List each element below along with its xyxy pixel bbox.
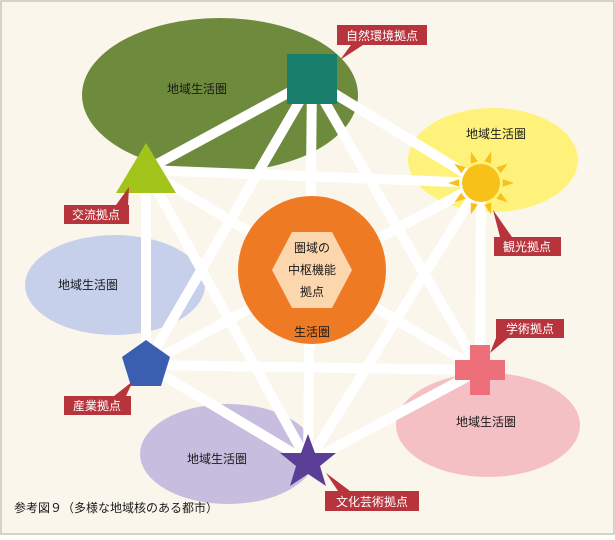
link-square-sun [307, 75, 486, 188]
sun-ray [454, 192, 466, 203]
core-label-line2: 中枢機能 [288, 262, 336, 277]
pointer-cross [490, 338, 508, 353]
sphere-labels: 地域生活圏 地域生活圏 地域生活圏 地域生活圏 地域生活圏 [58, 82, 526, 466]
sun-ray [496, 192, 508, 203]
sun-ray [470, 202, 478, 215]
link-cross-star [303, 365, 485, 467]
callout-box-triangle [64, 205, 129, 224]
callout-pointers [114, 45, 512, 491]
pointer-square [340, 45, 363, 60]
sphere-label-blue: 地域生活圏 [58, 278, 118, 292]
callout-boxes [64, 25, 564, 511]
core-labels: 圏域の 中枢機能 拠点 生活圏 [288, 241, 336, 339]
callout-box-cross [496, 319, 564, 338]
hub-label-culture-arts: 文化芸術拠点 [336, 494, 408, 509]
pointer-sun [493, 210, 512, 237]
callout-box-square [337, 25, 427, 45]
core-label-line3: 拠点 [300, 285, 324, 299]
sphere-label-yellow: 地域生活圏 [466, 127, 526, 141]
square-icon [287, 54, 337, 104]
link-sun-cross [475, 178, 486, 375]
hub-label-nature: 自然環境拠点 [346, 28, 418, 43]
hub-label-industry: 産業拠点 [73, 398, 121, 413]
sphere-label-pink: 地域生活圏 [456, 415, 516, 429]
core-label-line1: 圏域の [294, 241, 330, 255]
core-hexagon [272, 232, 352, 308]
callout-box-star [325, 491, 419, 511]
sun-ray [484, 202, 492, 215]
sun-ray [454, 163, 466, 174]
hub-label-exchange: 交流拠点 [72, 207, 120, 222]
sun-icon [448, 151, 514, 215]
callout-box-sun [494, 237, 561, 256]
sphere-pink [396, 373, 580, 477]
sphere-label-purple: 地域生活圏 [187, 452, 247, 466]
hub-label-academic: 学術拠点 [506, 321, 554, 336]
pointer-pentagon [114, 381, 133, 396]
hub-nodes [116, 54, 514, 486]
pointer-triangle [116, 187, 129, 205]
pentagon-icon [122, 340, 170, 386]
sun-ray [496, 163, 508, 174]
core-ring-label: 生活圏 [294, 325, 330, 339]
sun-ray [502, 179, 514, 187]
sphere-purple [140, 404, 316, 504]
callout-texts: 自然環境拠点 観光拠点 学術拠点 文化芸術拠点 産業拠点 交流拠点 [72, 28, 554, 509]
callout-box-pentagon [64, 396, 131, 415]
cross-icon [455, 345, 505, 395]
link-star-pentagon [141, 360, 313, 467]
figure-caption: 参考図９（多様な地域核のある都市） [14, 500, 218, 515]
core-hub [238, 196, 386, 344]
link-triangle-square [141, 75, 317, 175]
hub-label-tourism: 観光拠点 [503, 240, 551, 254]
sphere-blue [25, 235, 205, 335]
star-icon [280, 434, 336, 486]
pointer-star [326, 473, 350, 491]
sphere-label-green: 地域生活圏 [167, 82, 227, 96]
sun-ray [470, 151, 478, 164]
triangle-icon [116, 143, 176, 193]
sun-ray [484, 151, 492, 164]
sun-ray [448, 179, 460, 187]
